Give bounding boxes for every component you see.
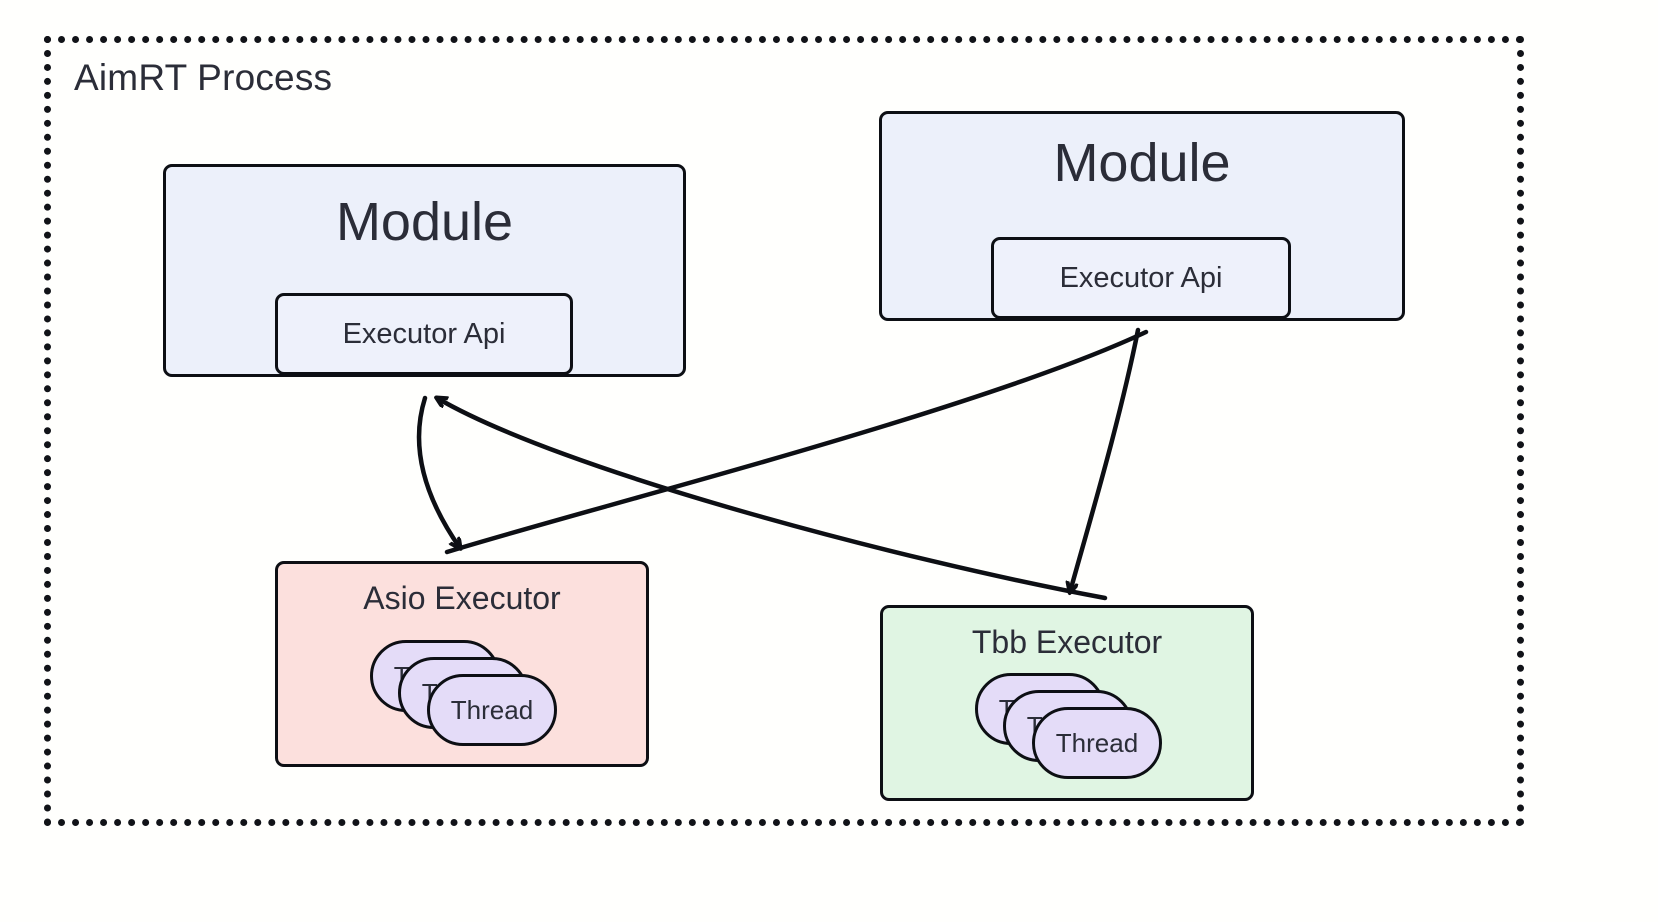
asio-thread-stack: Thread Thread Thread [370, 640, 560, 748]
tbb-executor-title: Tbb Executor [971, 624, 1163, 660]
thread-label: Thread [1055, 727, 1139, 758]
thread-pill[interactable]: Thread [427, 674, 557, 746]
tbb-thread-stack: Thread Thread Thread [975, 673, 1165, 781]
executor-api-left-label: Executor Api [342, 317, 506, 350]
module-box-left[interactable]: Module [163, 164, 686, 377]
thread-pill[interactable]: Thread [1032, 707, 1162, 779]
module-left-title: Module [335, 192, 514, 252]
asio-executor-title: Asio Executor [363, 580, 561, 616]
module-right-title: Module [1053, 133, 1231, 193]
executor-api-box-left[interactable]: Executor Api [275, 293, 573, 375]
executor-api-right-label: Executor Api [1059, 261, 1223, 294]
executor-api-box-right[interactable]: Executor Api [991, 237, 1291, 319]
aimrt-process-container [44, 36, 1524, 826]
thread-label: Thread [450, 694, 534, 725]
process-title: AimRT Process [74, 57, 333, 98]
